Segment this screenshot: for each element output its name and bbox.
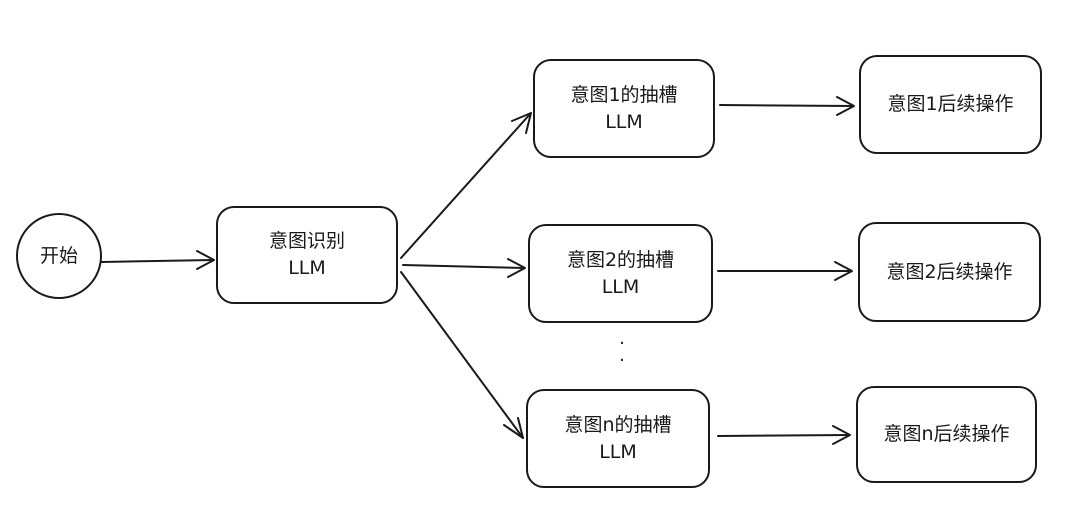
node-slotn-title: 意图n的抽槽 [564,413,672,436]
node-intent-recognition: 意图识别 LLM [216,206,398,304]
edge-slotn-to-actionn [717,425,851,445]
ellipsis-dot: . [619,328,625,349]
node-slot1: 意图1的抽槽 LLM [533,59,715,158]
edge-slot1-to-action1 [719,96,855,116]
edge-start-to-intent-recognition [100,250,215,270]
node-start: 开始 [16,213,102,299]
node-action2: 意图2后续操作 [858,222,1041,322]
edge-intent-recognition-to-slotn [400,271,524,439]
node-action2-label: 意图2后续操作 [886,260,1013,283]
node-slot2: 意图2的抽槽 LLM [528,224,713,323]
node-intent-recognition-title: 意图识别 [268,230,345,252]
node-slot2-title: 意图2的抽槽 [566,248,675,271]
node-start-label: 开始 [39,244,78,267]
node-action1-label: 意图1后续操作 [887,93,1014,115]
node-action1: 意图1后续操作 [859,55,1042,154]
edge-slot2-to-action2 [717,261,853,281]
node-actionn-label: 意图n后续操作 [883,423,1010,445]
node-slotn-model: LLM [599,440,637,463]
node-slot1-title: 意图1的抽槽 [570,83,678,106]
edge-intent-recognition-to-slot1 [400,112,532,259]
node-intent-recognition-model: LLM [288,257,326,279]
node-slotn: 意图n的抽槽 LLM [526,389,710,488]
edge-intent-recognition-to-slot2 [402,258,526,278]
ellipsis-dot: . [619,345,625,366]
node-actionn: 意图n后续操作 [856,386,1037,483]
vertical-ellipsis: . . [612,328,632,366]
node-slot1-model: LLM [605,110,643,133]
node-slot2-model: LLM [601,275,640,298]
